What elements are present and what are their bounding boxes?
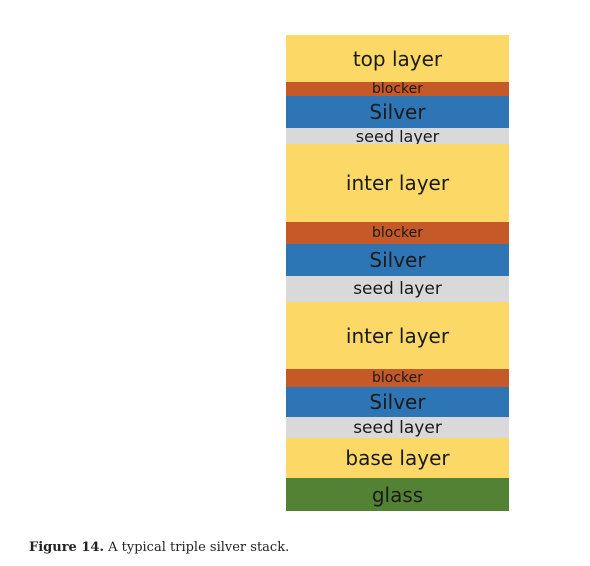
figure-caption: Figure 14. A typical triple silver stack… <box>29 540 289 555</box>
layer-silver: Silver <box>286 96 509 128</box>
layer-inter-layer: inter layer <box>286 144 509 222</box>
layer-seed-layer: seed layer <box>286 128 509 144</box>
layer-inter-layer: inter layer <box>286 302 509 369</box>
layer-silver: Silver <box>286 244 509 276</box>
layer-seed-layer: seed layer <box>286 276 509 302</box>
layer-blocker: blocker <box>286 222 509 244</box>
layer-silver: Silver <box>286 387 509 417</box>
layer-blocker: blocker <box>286 82 509 96</box>
layer-blocker: blocker <box>286 369 509 387</box>
caption-text: A typical triple silver stack. <box>103 540 290 555</box>
layer-top-layer: top layer <box>286 35 509 82</box>
layer-glass: glass <box>286 478 509 511</box>
layer-seed-layer: seed layer <box>286 417 509 438</box>
layer-base-layer: base layer <box>286 438 509 478</box>
caption-label: Figure 14. <box>29 540 104 555</box>
